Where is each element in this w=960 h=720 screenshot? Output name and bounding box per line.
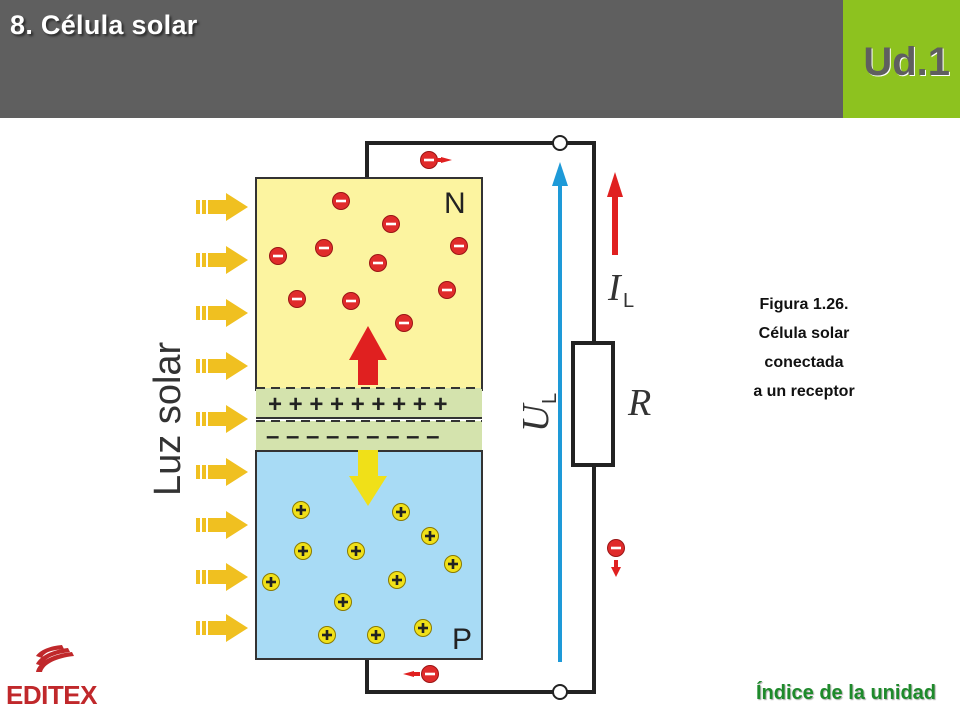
- caption-line-2: Célula solar: [758, 325, 850, 342]
- sunlight-arrows: [196, 193, 248, 642]
- voltage-arrow: [552, 162, 568, 662]
- unit-badge: Ud.1: [843, 0, 960, 118]
- p-label: P: [452, 623, 472, 656]
- unit-label: Ud.1: [863, 40, 950, 84]
- current-label: I: [607, 267, 623, 309]
- resistor: [571, 341, 615, 467]
- electron-flow-top: [420, 151, 452, 169]
- hole-drift-arrow: [349, 450, 387, 506]
- electron-flow-bottom: [403, 665, 439, 683]
- n-label: N: [444, 187, 466, 220]
- unit-index-link[interactable]: Índice de la unidad: [755, 682, 936, 704]
- junction-positive-band: [256, 388, 482, 418]
- caption-line-3: conectada: [764, 354, 844, 371]
- resistor-label: R: [627, 382, 651, 424]
- figure-caption: Figura 1.26. Célula solar conectada a un…: [704, 290, 904, 406]
- header-bar: 8. Célula solar: [0, 0, 843, 118]
- positive-charge-row: + + + + + + + + +: [268, 391, 447, 418]
- voltage-label: U: [515, 402, 557, 432]
- electron-drift-arrow: [349, 326, 387, 385]
- current-arrow: [607, 172, 623, 255]
- terminal-bottom: [552, 684, 568, 700]
- editex-brand: EDITEX: [6, 680, 97, 710]
- page-title: 8. Célula solar: [10, 10, 198, 40]
- caption-line-1: Figura 1.26.: [759, 296, 849, 313]
- junction-negative-band: [256, 421, 482, 451]
- caption-line-4: a un receptor: [753, 383, 855, 400]
- circuit-wires: [365, 141, 596, 694]
- sunlight-label: Luz solar: [147, 341, 189, 496]
- voltage-subscript: L: [539, 393, 561, 404]
- terminal-top: [552, 135, 568, 151]
- electron-flow-right: [607, 539, 625, 577]
- current-subscript: L: [623, 290, 634, 312]
- negative-charge-row: – – – – – – – – –: [266, 423, 439, 450]
